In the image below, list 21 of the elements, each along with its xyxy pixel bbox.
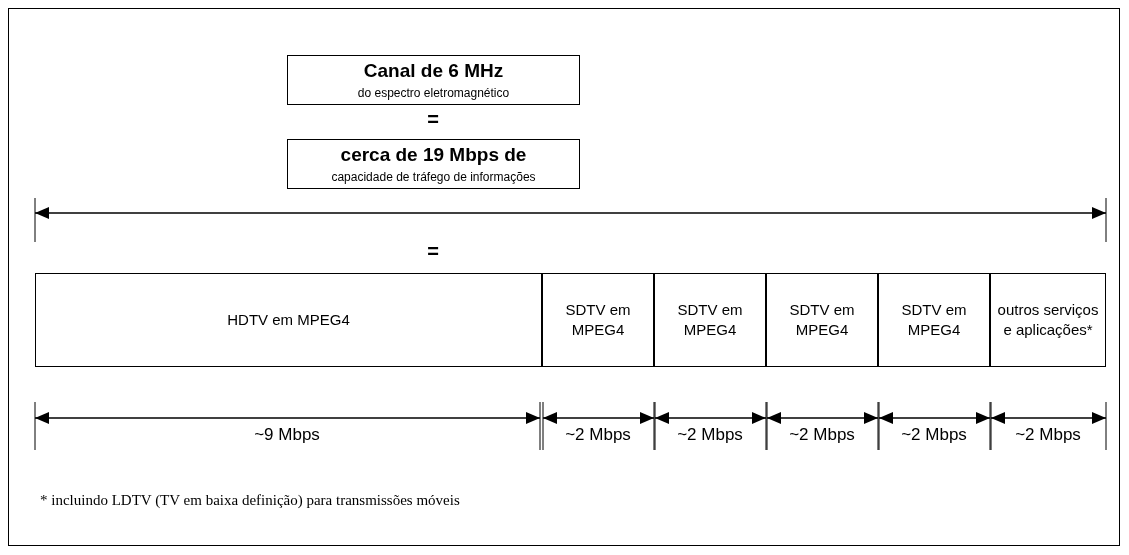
dimension-label: ~2 Mbps <box>677 425 743 445</box>
box-label: HDTV em MPEG4 <box>226 310 351 330</box>
box-title: cerca de 19 Mbps de <box>340 144 527 166</box>
equals-sign: = <box>427 108 439 131</box>
box-subtitle: do espectro eletromagnético <box>357 86 510 100</box>
heading-box <box>287 139 580 189</box>
box-label: SDTV em MPEG4 <box>788 300 856 340</box>
equals-sign: = <box>427 240 439 263</box>
dimension-label: ~9 Mbps <box>254 425 320 445</box>
footnote: * incluindo LDTV (TV em baixa definição) para transmissões móveis <box>40 492 460 509</box>
dimension-label: ~2 Mbps <box>565 425 631 445</box>
box-label: SDTV em MPEG4 <box>676 300 744 340</box>
box-title: Canal de 6 MHz <box>363 60 504 82</box>
box-label: outros serviços e aplicações* <box>996 300 1100 340</box>
dimension-label: ~2 Mbps <box>1015 425 1081 445</box>
box-subtitle: capacidade de tráfego de informações <box>331 170 536 184</box>
box-label: SDTV em MPEG4 <box>900 300 968 340</box>
dimension-label: ~2 Mbps <box>901 425 967 445</box>
dimension-label: ~2 Mbps <box>789 425 855 445</box>
heading-box <box>287 55 580 105</box>
box-label: SDTV em MPEG4 <box>564 300 632 340</box>
